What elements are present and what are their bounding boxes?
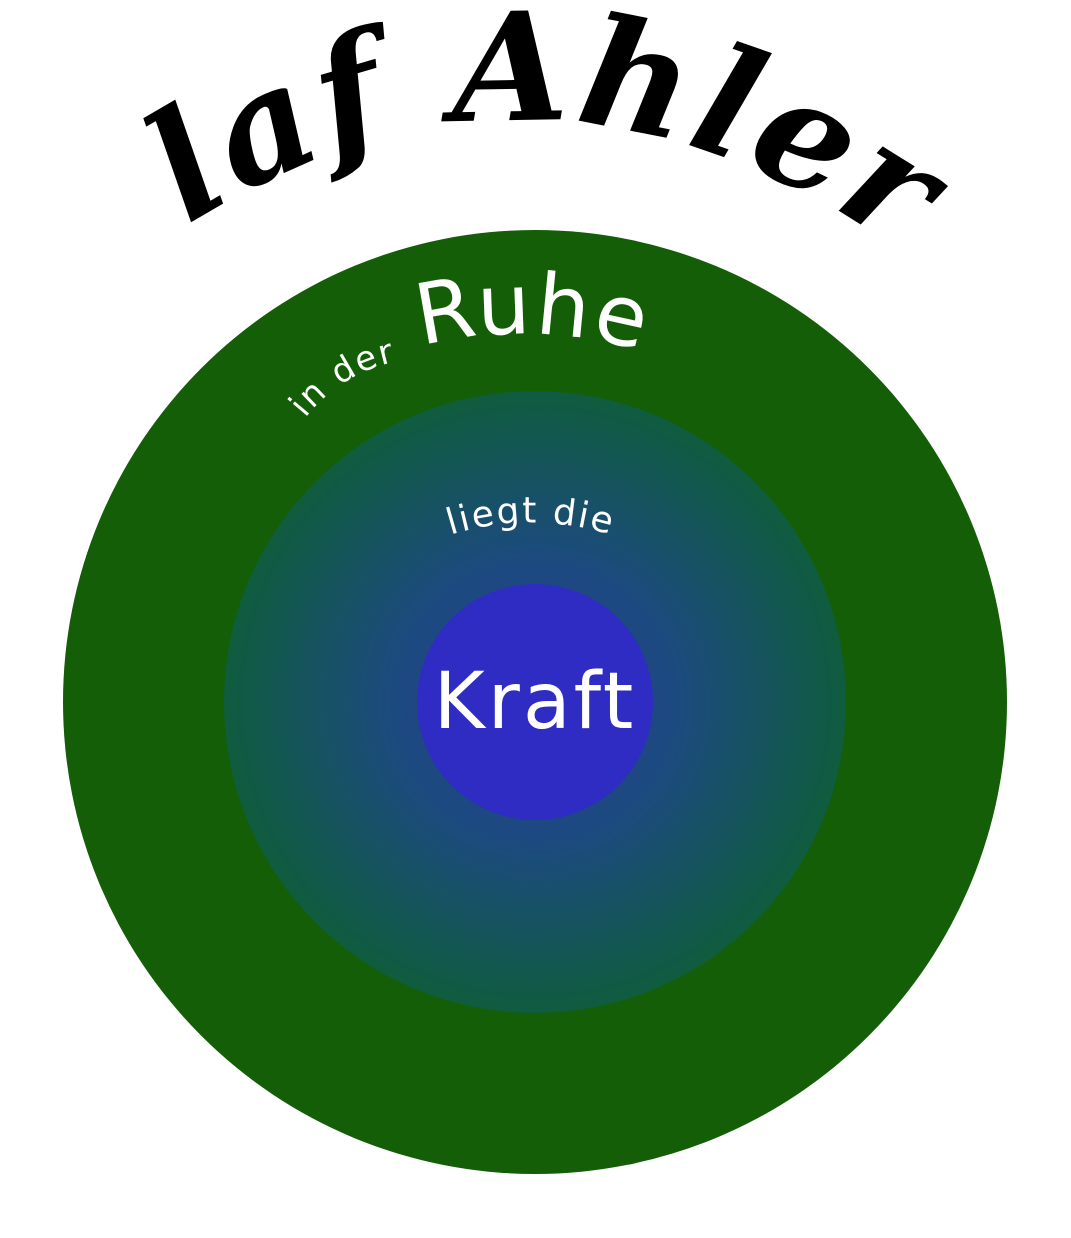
phrase-kraft: Kraft	[434, 657, 637, 747]
inner-circle	[417, 584, 653, 820]
